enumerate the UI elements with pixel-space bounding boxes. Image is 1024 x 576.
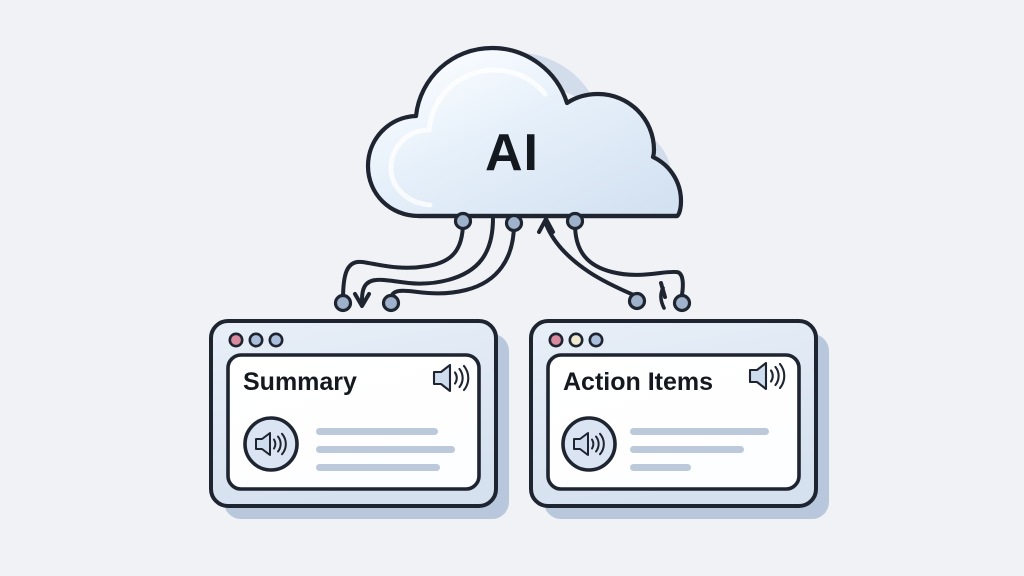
traffic-light-close[interactable] (228, 332, 244, 348)
connector-node (504, 213, 524, 233)
connector-nodes (333, 211, 692, 313)
flow-connectors (341, 216, 685, 310)
speaker-wave-badge-icon[interactable] (243, 416, 299, 472)
summary-text-line (316, 464, 440, 471)
arrowhead-tick-right (659, 281, 667, 299)
arrowhead-up-right (537, 217, 555, 234)
action-items-card-title: Action Items (563, 368, 713, 396)
ai-cloud: AI (365, 45, 684, 219)
traffic-light-maximize[interactable] (268, 332, 284, 348)
connector-left-1 (341, 220, 465, 302)
arrowhead-down-left (353, 292, 371, 308)
connector-left-3 (389, 222, 516, 302)
connector-node (627, 291, 647, 311)
connector-left-2 (360, 216, 495, 302)
connector-node (565, 211, 585, 231)
cloud-highlight (388, 67, 548, 208)
traffic-light-close[interactable] (548, 332, 564, 348)
traffic-light-minimize[interactable] (248, 332, 264, 348)
traffic-light-minimize[interactable] (568, 332, 584, 348)
summary-text-line (316, 428, 438, 435)
cloud-label: AI (485, 124, 539, 182)
summary-card[interactable]: Summary (209, 319, 509, 519)
connector-node (672, 293, 692, 313)
summary-card-title: Summary (243, 368, 357, 396)
connector-right-1 (544, 222, 638, 298)
action-items-text-line (630, 446, 744, 453)
action-items-text-line (630, 428, 769, 435)
connector-node (381, 293, 401, 313)
connector-node (333, 293, 353, 313)
connector-right-2 (573, 222, 685, 302)
speaker-wave-badge-icon[interactable] (561, 416, 617, 472)
action-items-card[interactable]: Action Items (529, 319, 829, 519)
action-items-text-line (630, 464, 691, 471)
summary-text-line (316, 446, 455, 453)
traffic-light-maximize[interactable] (588, 332, 604, 348)
connector-node (453, 211, 473, 231)
